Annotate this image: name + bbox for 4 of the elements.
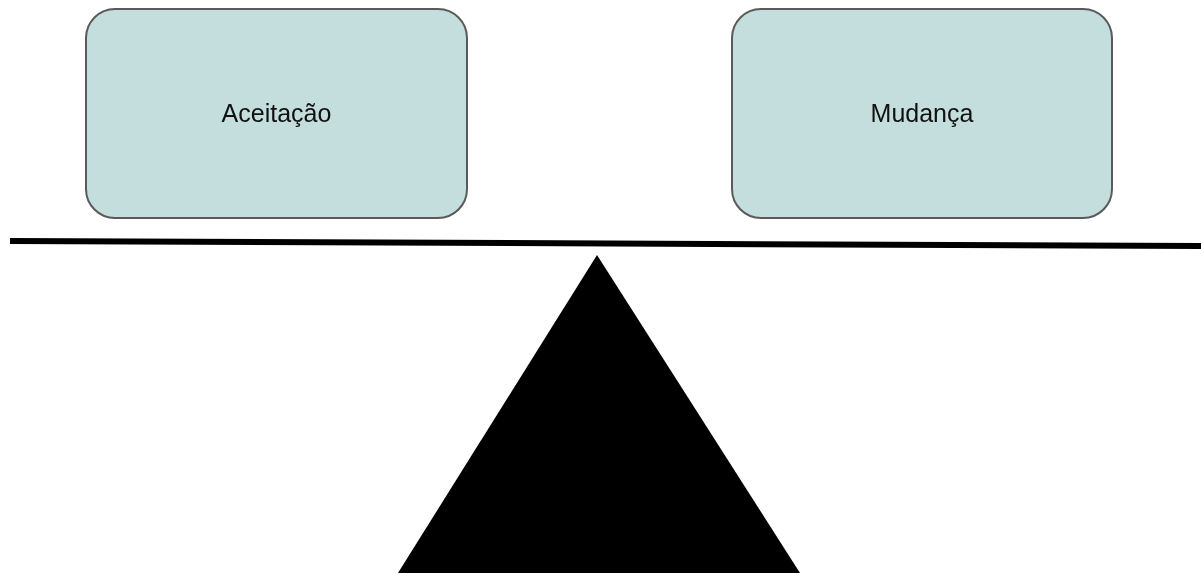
box-label: Aceitação	[221, 99, 332, 128]
box-label: Mudança	[870, 99, 974, 128]
rounded-box	[731, 8, 1113, 219]
rounded-box	[85, 8, 468, 219]
